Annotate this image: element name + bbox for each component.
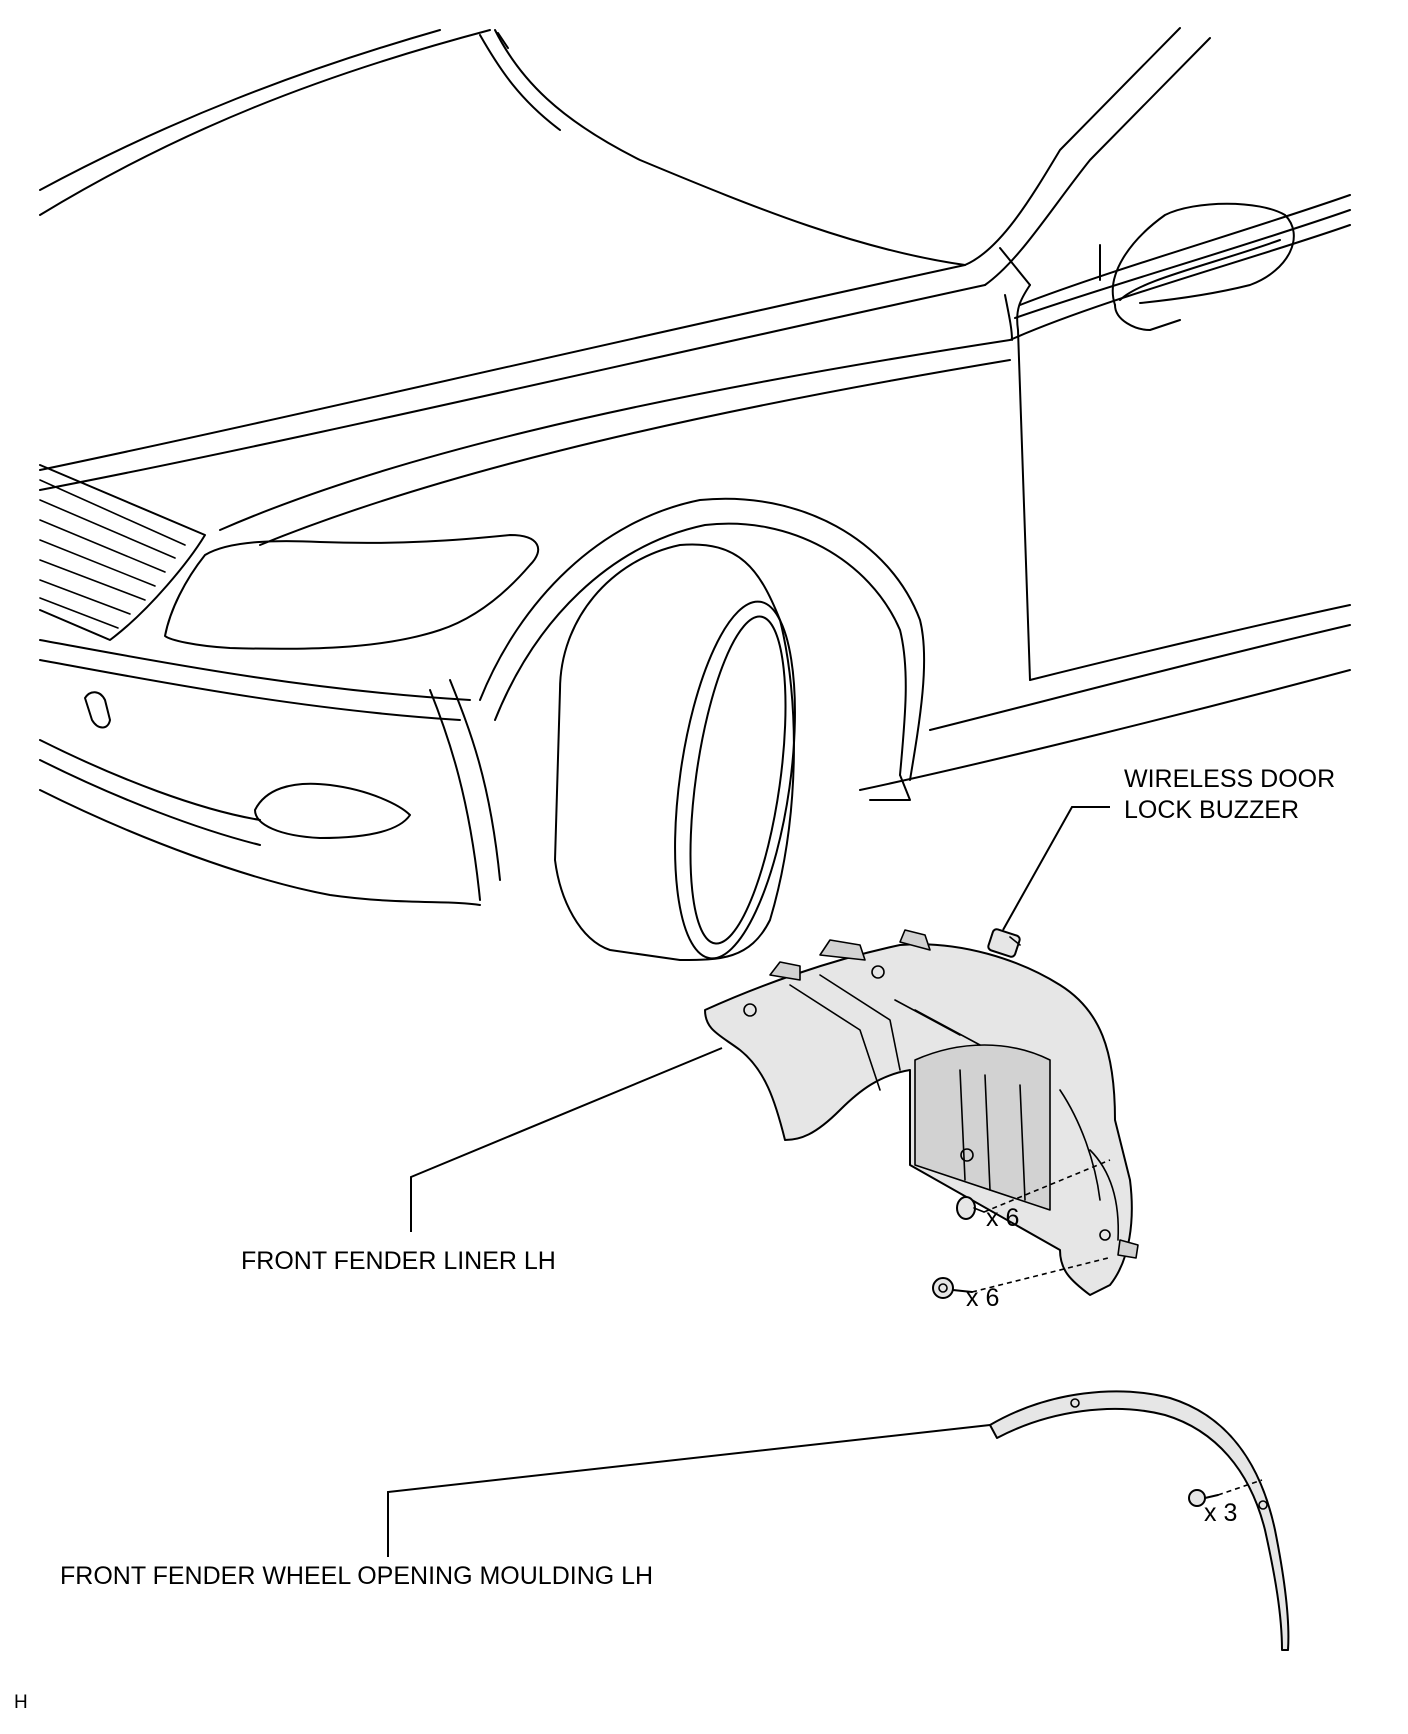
buzzer-leader-line — [1002, 806, 1110, 931]
moulding-leader-line — [387, 1424, 991, 1557]
liner-clip-dashed-line — [983, 1159, 1111, 1213]
liner-screw-quantity: x 6 — [966, 1284, 999, 1312]
wheel-opening-moulding-part — [989, 1390, 1290, 1651]
moulding-clip-quantity: x 3 — [1204, 1499, 1237, 1527]
liner-clip-fastener — [956, 1196, 985, 1220]
buzzer-label-line1: WIRELESS DOOR — [1124, 765, 1335, 793]
wheel-moulding-label: FRONT FENDER WHEEL OPENING MOULDING LH — [60, 1562, 653, 1590]
fender-liner-label: FRONT FENDER LINER LH — [241, 1247, 556, 1275]
car-body-illustration — [39, 27, 1351, 961]
figure-code: H — [14, 1692, 28, 1713]
moulding-clip-fastener — [1188, 1489, 1219, 1507]
front-fender-liner-part — [704, 929, 1139, 1296]
liner-screw-fastener — [932, 1277, 973, 1299]
buzzer-label-line2: LOCK BUZZER — [1124, 796, 1299, 824]
liner-leader-line — [410, 1047, 723, 1232]
liner-clip-quantity: x 6 — [986, 1204, 1019, 1232]
wireless-door-lock-buzzer-part — [987, 928, 1021, 958]
moulding-clip-dashed-line — [1217, 1479, 1263, 1496]
